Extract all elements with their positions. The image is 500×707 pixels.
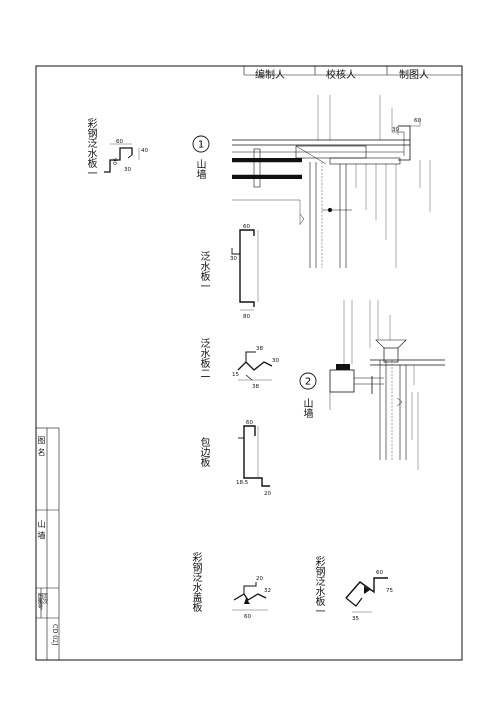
gable1-number: 1 (198, 140, 204, 151)
page-label: 页次 (41, 593, 48, 604)
flashing-a-dims: 60 90 40 30 (111, 139, 148, 173)
gable2-section-drawing (329, 339, 445, 460)
gable2-marker: 2 (299, 372, 317, 390)
dim-60: 60 (244, 614, 251, 620)
drawing-no: CD 02J (51, 624, 58, 646)
flashing2-dims: 38 30 15 38 (232, 346, 279, 390)
gable1-marker: 1 (192, 135, 210, 153)
drawing-name: 山墙 (37, 520, 46, 542)
gable1-section-drawing (232, 118, 421, 268)
sheet-border (35, 65, 463, 661)
dim-30: 30 (230, 256, 237, 262)
dim-80: 80 (243, 314, 250, 320)
cap-flashing-profile (232, 582, 268, 611)
flashing-a-title: 彩钢泛水板一 (85, 118, 96, 178)
flashing1-dims: 60 30 80 (230, 224, 250, 320)
flashing-b-dims: 60 75 35 (352, 570, 393, 622)
dim-40: 40 (141, 148, 148, 154)
dim-32: 32 (264, 588, 271, 594)
cap-flashing-dims: 20 32 60 (244, 576, 271, 620)
gable1-dims: 30 60 (392, 118, 421, 133)
drawing-name-label: 图名 (37, 436, 46, 460)
dim-60: 60 (243, 224, 250, 230)
dim-15: 15 (232, 372, 239, 378)
drawn-by-label: 制图人 (399, 70, 429, 81)
drawing-no-label: 图集号 (36, 593, 43, 610)
compiled-by-label: 编制人 (255, 70, 285, 81)
dim-38: 38 (252, 384, 259, 390)
gable2-leaders (343, 300, 419, 470)
flashing1-profile (231, 229, 259, 311)
dim-60: 60 (246, 420, 253, 426)
flashing-b-profile (345, 577, 388, 613)
dim-30: 30 (124, 167, 131, 173)
cap-flashing-title: 彩钢泛水盖板 (190, 552, 201, 612)
gable2-title: 山墙 (301, 398, 312, 418)
dim-18: 18.5 (236, 480, 249, 486)
dim-30: 30 (392, 127, 399, 133)
dim-90: 90 (111, 158, 117, 165)
dim-38: 38 (256, 346, 263, 352)
edging-title: 包边板 (198, 437, 209, 467)
gable1-title: 山墙 (194, 159, 205, 179)
flashing1-title: 泛水板一 (198, 251, 209, 291)
gable2-number: 2 (305, 377, 311, 388)
gable1-leaders (317, 95, 431, 268)
title-block-frame (35, 427, 60, 661)
dim-60: 60 (414, 118, 421, 124)
edging-profile (238, 425, 270, 487)
dim-60: 60 (376, 570, 383, 576)
dim-20: 20 (256, 576, 263, 582)
dim-35: 35 (352, 616, 359, 622)
dim-30: 30 (272, 358, 279, 364)
dim-20: 20 (264, 491, 271, 497)
flashing2-profile (237, 351, 273, 381)
edging-dims: 60 18.5 20 (236, 420, 271, 497)
dim-75: 75 (386, 588, 393, 594)
flashing-b-title: 彩钢泛水板一 (313, 556, 324, 616)
dim-60: 60 (116, 139, 123, 145)
checked-by-label: 校核人 (326, 70, 356, 81)
flashing-a-profile (104, 143, 140, 173)
flashing2-title: 泛水板二 (198, 338, 209, 378)
